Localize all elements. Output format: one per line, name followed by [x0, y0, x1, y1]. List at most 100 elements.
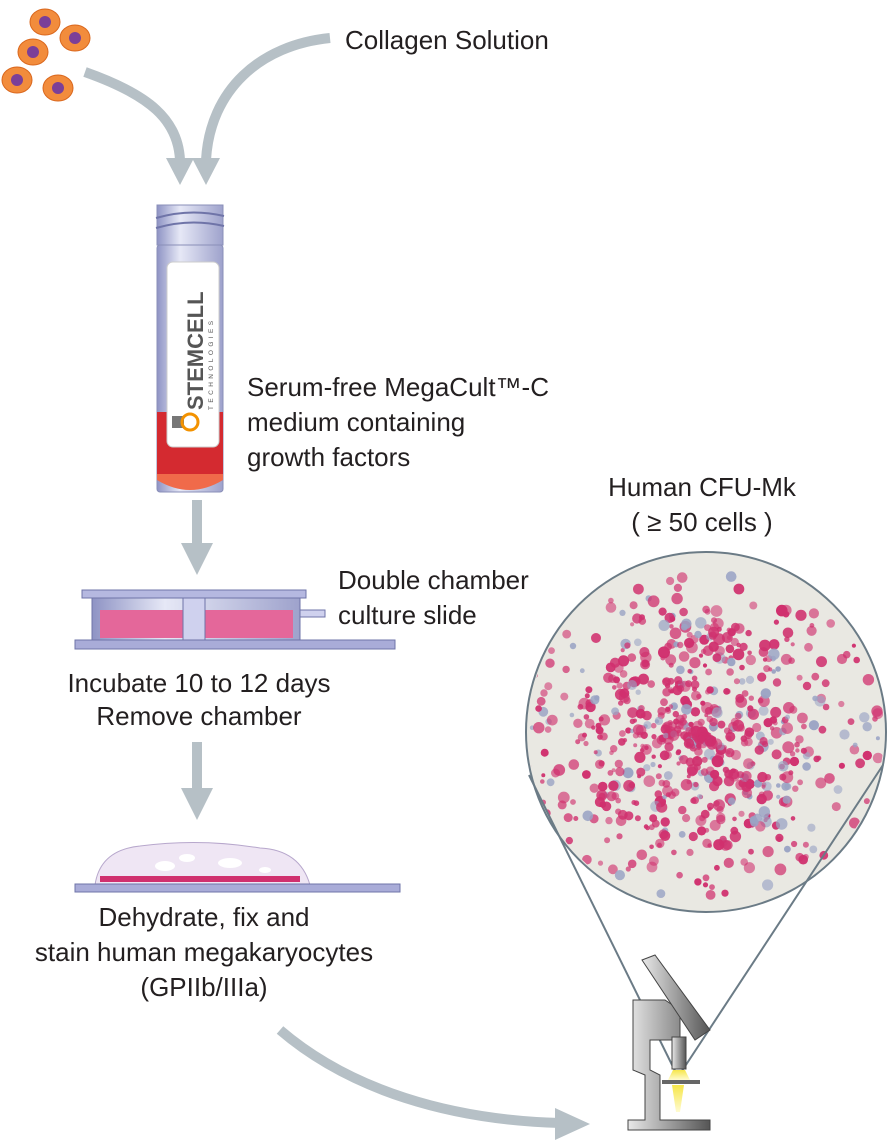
stained-cell	[761, 784, 766, 789]
stained-cell	[768, 648, 780, 660]
label-stain-2: stain human megakaryocytes	[35, 937, 373, 967]
stained-cell	[847, 718, 855, 725]
stained-cell	[681, 618, 692, 629]
stained-cell	[583, 740, 589, 747]
stained-cell	[690, 680, 700, 689]
stained-cell	[651, 738, 663, 749]
stained-cell	[728, 768, 740, 780]
stained-cell	[872, 708, 884, 720]
stained-cell	[668, 721, 677, 730]
stained-cell	[610, 745, 618, 753]
stained-cell	[796, 674, 803, 681]
stained-cell	[541, 773, 546, 778]
stained-cell	[752, 722, 762, 733]
stained-cell	[585, 686, 593, 694]
stained-cell	[748, 848, 754, 855]
stained-cell	[769, 716, 778, 724]
stained-cell	[685, 741, 691, 748]
stained-cell	[608, 780, 619, 791]
stained-cell	[657, 706, 666, 716]
stained-cell	[627, 859, 637, 869]
stained-cell	[777, 760, 789, 772]
stained-cell	[757, 771, 768, 783]
stained-cell	[776, 604, 788, 617]
stained-cell	[656, 801, 668, 813]
cell	[1, 66, 33, 94]
stained-cell	[625, 727, 632, 734]
stained-cell	[780, 653, 792, 665]
stained-cell	[679, 607, 688, 617]
stained-cell	[608, 674, 617, 683]
stained-cell	[818, 725, 827, 734]
stained-cell	[806, 625, 817, 636]
stained-cell	[641, 659, 650, 668]
chamber-slide-icon	[74, 589, 396, 650]
stained-cell	[738, 810, 745, 817]
stained-cell	[762, 657, 768, 662]
stained-cell	[671, 849, 677, 856]
stained-cell	[660, 698, 668, 707]
stained-cell	[741, 770, 752, 782]
stained-cell	[682, 814, 691, 823]
stained-cell	[617, 655, 630, 667]
stained-cell	[859, 712, 870, 723]
stained-cell	[826, 619, 835, 628]
stained-cell	[726, 668, 734, 676]
stained-cell	[721, 889, 729, 897]
label-stain-3: (GPIIb/IIIa)	[140, 972, 267, 1002]
stained-cell	[789, 705, 798, 714]
stained-cell	[679, 755, 689, 765]
stained-cell	[651, 734, 657, 740]
stained-cell	[757, 672, 767, 682]
stained-cell	[668, 662, 674, 668]
stained-cell	[758, 806, 770, 818]
stained-cell	[676, 761, 681, 766]
stained-cell	[676, 871, 683, 879]
stained-cell	[658, 646, 670, 659]
stained-cell	[775, 833, 784, 843]
label-colony-2: ( ≥ 50 cells )	[631, 507, 772, 537]
stained-cell	[741, 690, 749, 697]
stained-cell	[570, 799, 576, 805]
arrow-slide-to-stain	[181, 742, 213, 820]
stained-cell	[760, 688, 771, 699]
stained-cell	[649, 844, 654, 850]
stained-cell	[655, 773, 662, 780]
stained-cell	[648, 824, 655, 831]
cell	[59, 24, 91, 52]
stained-cell	[575, 739, 581, 745]
stained-cell	[782, 627, 794, 639]
stained-cell	[771, 669, 776, 674]
stained-cell	[597, 860, 604, 866]
medium-tube-icon: STEMCELL TECHNOLOGIES	[155, 204, 225, 493]
stained-cell	[627, 707, 638, 718]
stained-cell	[784, 636, 790, 642]
stained-cell	[663, 771, 673, 780]
stained-cell	[674, 676, 683, 685]
stained-cell	[701, 702, 714, 714]
label-medium-3: growth factors	[247, 442, 410, 472]
stained-cell	[707, 806, 712, 811]
stained-cell	[612, 685, 617, 690]
label-medium-2: medium containing	[247, 407, 465, 437]
stained-cell	[744, 730, 753, 740]
stained-cell	[732, 816, 737, 822]
stained-cell	[775, 666, 781, 672]
stained-cell	[540, 689, 548, 697]
stained-cell	[808, 608, 820, 619]
stained-cell	[726, 635, 732, 640]
stained-cell	[748, 695, 754, 701]
stained-cell	[573, 816, 579, 821]
stained-cell	[779, 773, 787, 781]
stained-cell	[605, 816, 613, 825]
stained-cell	[582, 732, 587, 738]
stained-cell	[669, 624, 674, 629]
stained-cell	[697, 826, 707, 836]
label-medium-1: Serum-free MegaCult™-C	[247, 372, 549, 402]
stained-cell	[688, 721, 694, 728]
stained-cell	[733, 583, 745, 595]
stained-cell	[650, 761, 656, 768]
stained-cell	[589, 783, 599, 793]
stained-cell	[675, 720, 684, 730]
stained-cell	[607, 770, 614, 776]
